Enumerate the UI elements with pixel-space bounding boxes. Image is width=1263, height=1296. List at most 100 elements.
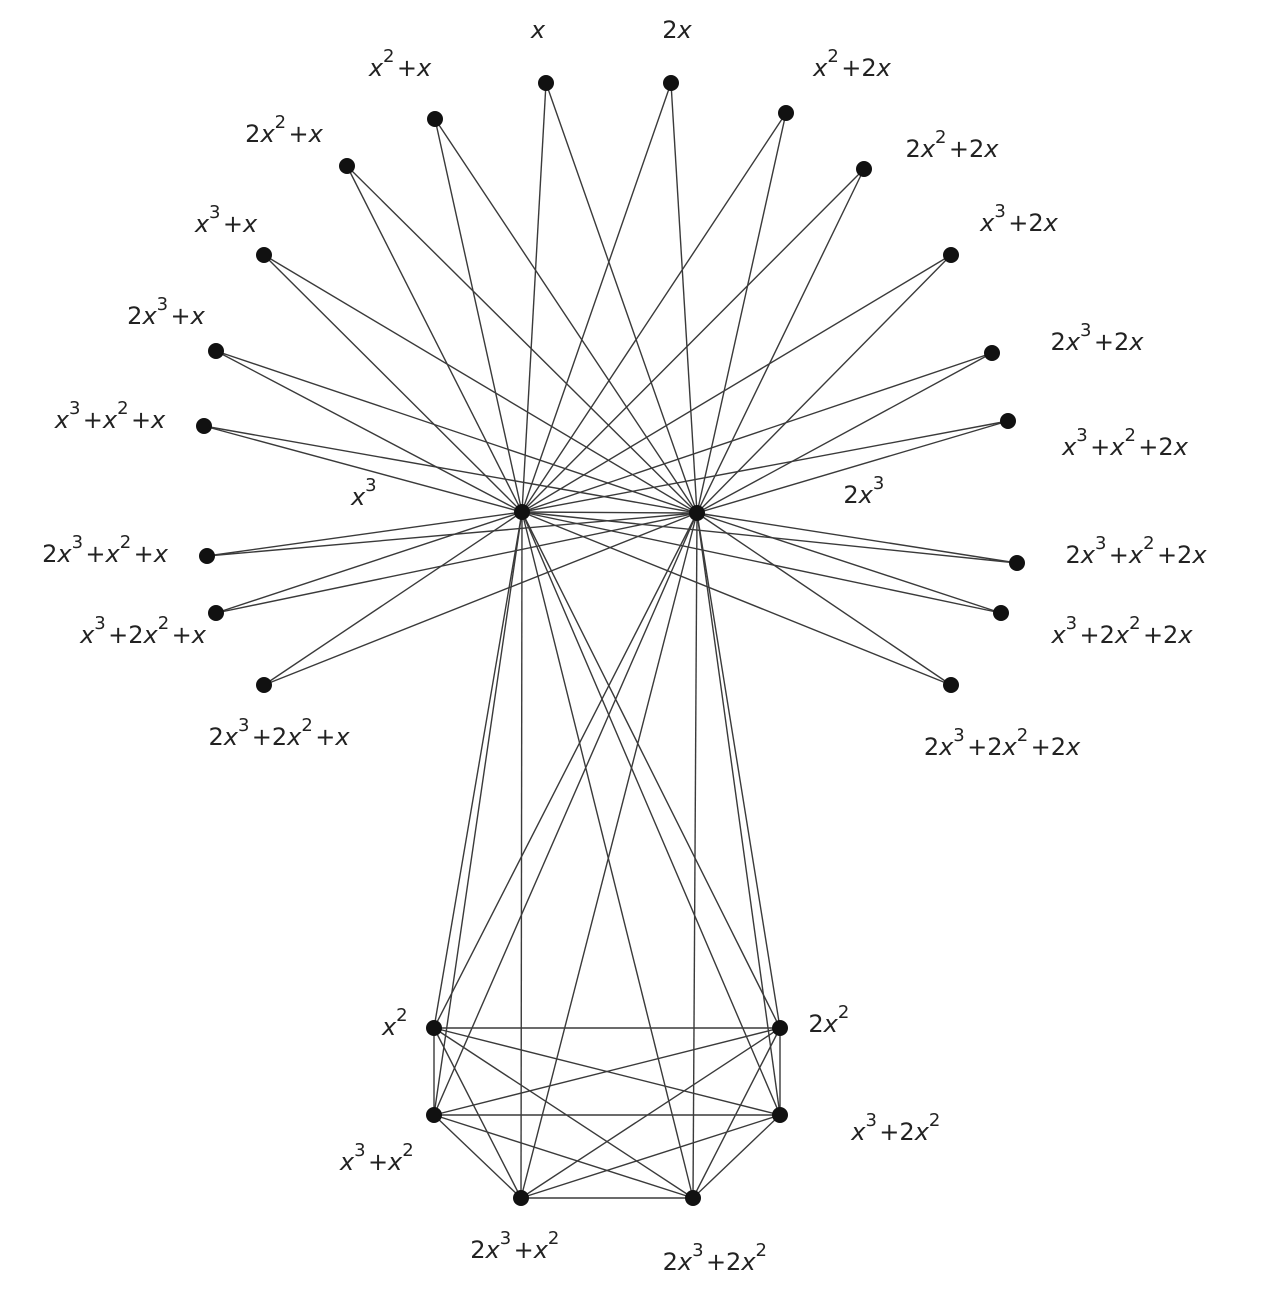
vertex-2x2-plus-x xyxy=(339,158,355,174)
vertex-label-2x3-plus-2x: 2x3 +2x xyxy=(1051,320,1145,356)
vertex-label-x3-plus-2x2-plus-2x: x3 +2x2 +2x xyxy=(1050,613,1193,649)
edge-2x3--2x3-plus-2x2-plus-2x xyxy=(696,512,952,686)
vertex-2x3-plus-x xyxy=(208,343,224,359)
vertex-label-2x2-plus-2x: 2x2 +2x xyxy=(906,127,1000,163)
edge-2x3--2x3-plus-2x2-plus-x xyxy=(263,512,698,686)
vertex-label-x2-plus-x: x2 +x xyxy=(368,46,432,82)
edge-2x3--x3-plus-x2-plus-x xyxy=(203,425,698,514)
edge-x3-plus-x2--2x3-plus-x2 xyxy=(433,1114,522,1199)
edge-2x2--x3-plus-x2 xyxy=(433,1027,781,1116)
vertex-label-x2: x2 xyxy=(381,1005,410,1041)
edge-layer xyxy=(203,82,1018,1199)
edge-x2--2x3-plus-2x2 xyxy=(433,1027,694,1199)
edge-2x3--x3-plus-2x2 xyxy=(696,512,781,1116)
vertex-label-x3-plus-2x: x3 +2x xyxy=(979,201,1058,237)
vertex-layer xyxy=(196,75,1025,1206)
vertex-label-2x3-plus-2x2-plus-x: 2x3 +2x2 +x xyxy=(208,715,350,751)
vertex-x3-plus-2x2 xyxy=(772,1107,788,1123)
edge-2x3--x3-plus-2x2-plus-x xyxy=(215,512,698,614)
vertex-label-2x3-plus-x2-plus-2x: 2x3 +x2 +2x xyxy=(1065,533,1207,569)
edge-x3--x3-plus-2x xyxy=(521,254,952,513)
edge-x3--2x3-plus-2x2-plus-2x xyxy=(521,511,952,686)
edge-2x3--2x2-plus-x xyxy=(346,165,698,514)
vertex-x3-plus-2x xyxy=(943,247,959,263)
edge-x3--2x3-plus-x xyxy=(215,350,523,513)
vertex-label-x: x xyxy=(530,16,546,44)
edge-2x3--2x3-plus-2x xyxy=(696,352,993,514)
edge-x3--x3-plus-x2-plus-x xyxy=(203,425,523,513)
edge-x3-plus-x2--2x3-plus-2x2 xyxy=(433,1114,694,1199)
edge-2x3--x3-plus-2x xyxy=(696,254,952,514)
edge-2x3--2x2 xyxy=(696,512,781,1029)
edge-2x2--2x3-plus-x2 xyxy=(520,1027,781,1199)
vertex-label-2x3-plus-x2-plus-x: 2x3 +x2 +x xyxy=(42,532,169,568)
edge-2x3--x2-plus-2x xyxy=(696,112,787,514)
edge-2x3--x2 xyxy=(433,512,698,1029)
edge-2x3--2x2-plus-2x xyxy=(696,168,865,514)
vertex-2x3 xyxy=(689,505,705,521)
edge-x3--x xyxy=(521,82,547,513)
vertex-2x3-plus-x2-plus-2x xyxy=(1009,555,1025,571)
vertex-2x xyxy=(663,75,679,91)
vertex-label-2x3-plus-2x2: 2x3 +2x2 xyxy=(663,1240,770,1276)
vertex-label-x3-plus-2x2: x3 +2x2 xyxy=(850,1110,942,1146)
vertex-label-2x2: 2x2 xyxy=(808,1002,851,1038)
vertex-2x3-plus-x2 xyxy=(513,1190,529,1206)
edge-x3--2x xyxy=(521,82,672,513)
edge-x3--2x3 xyxy=(521,511,698,514)
vertex-label-x3: x3 xyxy=(350,475,379,511)
edge-x3--x2-plus-x xyxy=(434,118,523,513)
edge-x3--x3-plus-x2-plus-2x xyxy=(521,420,1009,513)
vertex-label-2x3: 2x3 xyxy=(843,473,886,509)
vertex-label-2x: 2x xyxy=(662,16,692,44)
edge-x3--x3-plus-x xyxy=(263,254,523,513)
edge-x3--2x3-plus-2x2 xyxy=(521,511,694,1199)
edge-x3--2x3-plus-2x2-plus-x xyxy=(263,511,523,686)
vertex-label-2x3-plus-2x2-plus-2x: 2x3 +2x2 +2x xyxy=(924,725,1081,761)
vertex-2x3-plus-x2-plus-x xyxy=(199,548,215,564)
vertex-2x3-plus-2x xyxy=(984,345,1000,361)
edge-x3--x2-plus-2x xyxy=(521,112,787,513)
vertex-2x3-plus-2x2 xyxy=(685,1190,701,1206)
edge-x3--x3-plus-x2 xyxy=(433,511,523,1116)
edge-x3--x3-plus-2x2 xyxy=(521,511,781,1116)
edge-x3--2x3-plus-x2-plus-x xyxy=(206,511,523,557)
vertex-2x3-plus-2x2-plus-x xyxy=(256,677,272,693)
vertex-label-x3-plus-2x2-plus-x: x3 +2x2 +x xyxy=(79,613,207,649)
edge-2x3--2x3-plus-x xyxy=(215,350,698,514)
edge-2x3--x3-plus-x xyxy=(263,254,698,514)
vertex-2x3-plus-2x2-plus-2x xyxy=(943,677,959,693)
edge-x2--2x3-plus-x2 xyxy=(433,1027,522,1199)
edge-2x3--2x xyxy=(670,82,698,514)
edge-2x3--x3-plus-x2-plus-2x xyxy=(696,420,1009,514)
edge-2x3--x3-plus-x2 xyxy=(433,512,698,1116)
vertex-x3-plus-x2-plus-x xyxy=(196,418,212,434)
edge-x3--2x2-plus-x xyxy=(346,165,523,513)
vertex-label-x2-plus-2x: x2 +2x xyxy=(812,46,891,82)
edge-2x3--x2-plus-x xyxy=(434,118,698,514)
edge-x3--2x3-plus-2x xyxy=(521,352,993,513)
vertex-x2 xyxy=(426,1020,442,1036)
edge-2x3--x xyxy=(545,82,698,514)
edge-2x3--2x3-plus-x2 xyxy=(520,512,698,1199)
edge-x3--2x2-plus-2x xyxy=(521,168,865,513)
vertex-2x2-plus-2x xyxy=(856,161,872,177)
vertex-label-x3-plus-x2: x3 +x2 xyxy=(339,1140,416,1176)
edge-2x3--x3-plus-2x2-plus-2x xyxy=(696,512,1002,614)
vertex-x3-plus-2x2-plus-x xyxy=(208,605,224,621)
vertex-x xyxy=(538,75,554,91)
edge-2x3--2x3-plus-x2-plus-x xyxy=(206,512,698,557)
edge-x3--x3-plus-2x2-plus-2x xyxy=(521,511,1002,614)
edge-x3--x2 xyxy=(433,511,523,1029)
edge-x3--x3-plus-2x2-plus-x xyxy=(215,511,523,614)
vertex-label-x3-plus-x: x3 +x xyxy=(194,202,258,238)
edge-2x2--2x3-plus-2x2 xyxy=(692,1027,781,1199)
vertex-label-2x3-plus-x: 2x3 +x xyxy=(127,294,205,330)
vertex-x3-plus-x2-plus-2x xyxy=(1000,413,1016,429)
edge-x3-plus-2x2--2x3-plus-x2 xyxy=(520,1114,781,1199)
vertex-label-2x2-plus-x: 2x2 +x xyxy=(245,112,323,148)
vertex-label-x3-plus-x2-plus-2x: x3 +x2 +2x xyxy=(1061,425,1189,461)
